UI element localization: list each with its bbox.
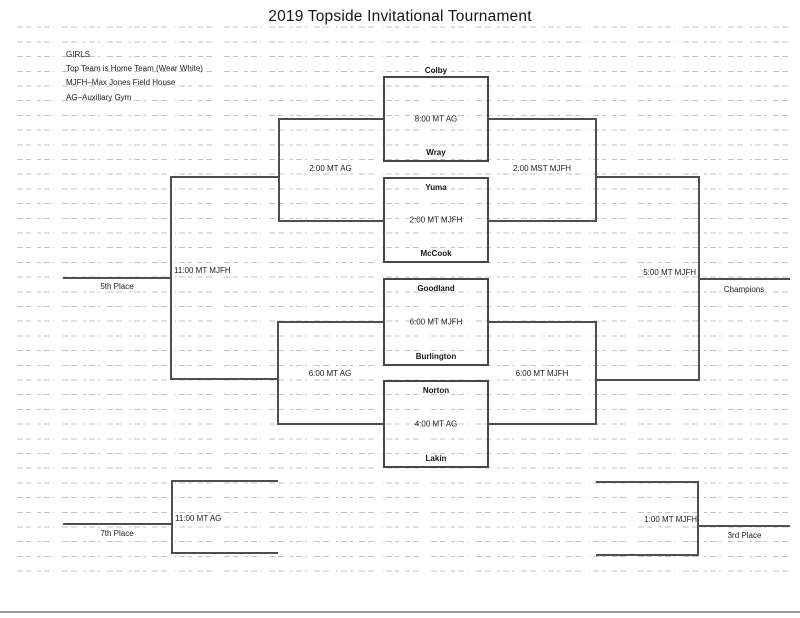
game3-bottom-team: Burlington — [415, 352, 457, 361]
line-3rd-top-stub — [596, 481, 699, 483]
legend-mjfh-note: MJFH–Max Jones Field House — [66, 78, 176, 88]
scan-bottom-edge — [0, 611, 800, 613]
line-championship-semi-top-out — [595, 176, 700, 178]
line-consolation-semi-top-out — [170, 176, 280, 178]
line-game1-right-stub — [489, 118, 595, 120]
line-5th-place-out — [63, 277, 170, 279]
line-consolation-semi-top-vertical — [278, 118, 280, 222]
legend-home-team-note: Top Team is Home Team (Wear White) — [66, 64, 203, 74]
game1-box: Colby 8:00 MT AG Wray — [383, 66, 489, 162]
line-consolation-final-vertical — [170, 176, 172, 380]
game4-box: Norton 4:00 MT AG Lakin — [383, 380, 489, 468]
game4-top-team: Norton — [422, 386, 450, 395]
legend-ag-note: AG–Auxiliary Gym — [66, 92, 132, 102]
game2-bottom-team: McCook — [420, 249, 452, 258]
line-game3-right-stub — [489, 321, 595, 323]
game3-time: 6:00 MT MJFH — [409, 317, 463, 327]
line-3rd-bottom-stub — [596, 554, 699, 556]
line-game3-left-stub — [277, 321, 383, 323]
line-championship-semi-top-vertical — [595, 118, 597, 222]
game2-top-team: Yuma — [425, 183, 447, 192]
line-3rd-vertical — [697, 481, 699, 556]
seventh-place-label: 7th Place — [100, 529, 134, 538]
line-championship-semi-bottom-out — [595, 379, 700, 381]
game1-top-team: Colby — [424, 66, 448, 75]
seventh-place-time: 11:00 MT AG — [175, 514, 222, 523]
line-game2-left-stub — [278, 220, 383, 222]
line-3rd-place-out — [699, 525, 790, 527]
championship-semi-bottom-time: 6:00 MT MJFH — [515, 369, 569, 378]
legend: GIRLS Top Team is Home Team (Wear White)… — [66, 48, 203, 105]
game1-time: 8:00 MT AG — [414, 114, 458, 124]
line-championship-semi-bottom-vertical — [595, 321, 597, 425]
consolation-final-time: 11:00 MT MJFH — [174, 266, 231, 275]
line-game4-right-stub — [489, 423, 595, 425]
line-7th-place-out — [63, 523, 171, 525]
game2-time: 2:00 MT MJFH — [409, 215, 463, 225]
third-place-time: 1:00 MT MJFH — [644, 515, 697, 524]
consolation-semi-bottom-time: 6:00 MT AG — [308, 369, 352, 378]
champions-label: Champions — [723, 285, 765, 294]
game1-bottom-team: Wray — [426, 148, 446, 157]
game3-box: Goodland 6:00 MT MJFH Burlington — [383, 278, 489, 366]
game3-top-team: Goodland — [417, 284, 455, 293]
line-7th-top-stub — [171, 480, 278, 482]
fifth-place-label: 5th Place — [100, 282, 134, 291]
line-consolation-semi-bottom-vertical — [277, 321, 279, 425]
line-7th-bottom-stub — [171, 552, 278, 554]
third-place-label: 3rd Place — [727, 531, 762, 540]
line-game2-right-stub — [489, 220, 595, 222]
game4-bottom-team: Lakin — [425, 454, 447, 463]
game4-time: 4:00 MT AG — [414, 419, 458, 429]
notebook-dotted-lines — [14, 13, 794, 573]
line-game1-left-stub — [278, 118, 383, 120]
consolation-semi-top-time: 2:00 MT AG — [309, 164, 352, 173]
championship-final-time: 5:00 MT MJFH — [643, 268, 696, 277]
line-champions-out — [698, 278, 790, 280]
line-7th-vertical — [171, 480, 173, 554]
championship-semi-top-time: 2:00 MST MJFH — [512, 164, 572, 173]
game2-box: Yuma 2:00 MT MJFH McCook — [383, 177, 489, 263]
page-title: 2019 Topside Invitational Tournament — [268, 8, 532, 25]
line-consolation-semi-bottom-out — [170, 378, 279, 380]
legend-division: GIRLS — [66, 50, 91, 59]
line-game4-left-stub — [277, 423, 383, 425]
